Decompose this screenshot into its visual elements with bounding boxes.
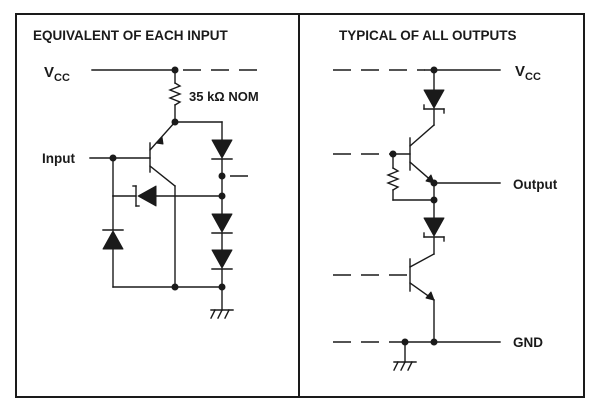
emitter-ground-junction	[171, 283, 179, 291]
right-panel-title: TYPICAL OF ALL OUTPUTS	[339, 28, 517, 43]
output-typical-panel: TYPICAL OF ALL OUTPUTS VCC	[333, 28, 558, 371]
right-ground-symbol	[393, 361, 417, 371]
input-label: Input	[42, 151, 75, 166]
gnd-junction-right	[430, 338, 438, 346]
diode-tap-junction	[218, 172, 226, 180]
clamp-schottky-diode	[132, 185, 157, 207]
lower-output-transistor	[409, 253, 435, 301]
output-label: Output	[513, 177, 558, 192]
resistor-value-label: 35 kΩ NOM	[189, 89, 259, 104]
input-transistor	[149, 121, 176, 288]
upper-schottky-diode	[423, 89, 445, 114]
right-vcc-label: VCC	[515, 63, 541, 83]
left-ground-symbol	[210, 309, 234, 319]
diode-1	[211, 139, 233, 160]
resistor-35k	[168, 82, 182, 106]
left-panel-title: EQUIVALENT OF EACH INPUT	[33, 28, 229, 43]
input-equivalent-panel: EQUIVALENT OF EACH INPUT VCC 35 kΩ NOM	[33, 28, 259, 319]
diode-3	[211, 249, 233, 270]
lower-emitter-arrow	[425, 291, 435, 301]
base-resistor	[386, 167, 400, 191]
gnd-label: GND	[513, 335, 543, 350]
upper-output-transistor	[409, 124, 435, 184]
emitter-arrow	[155, 136, 164, 145]
left-vcc-label: VCC	[44, 64, 70, 84]
input-clamp-diode	[102, 229, 124, 250]
diode-2	[211, 213, 233, 234]
